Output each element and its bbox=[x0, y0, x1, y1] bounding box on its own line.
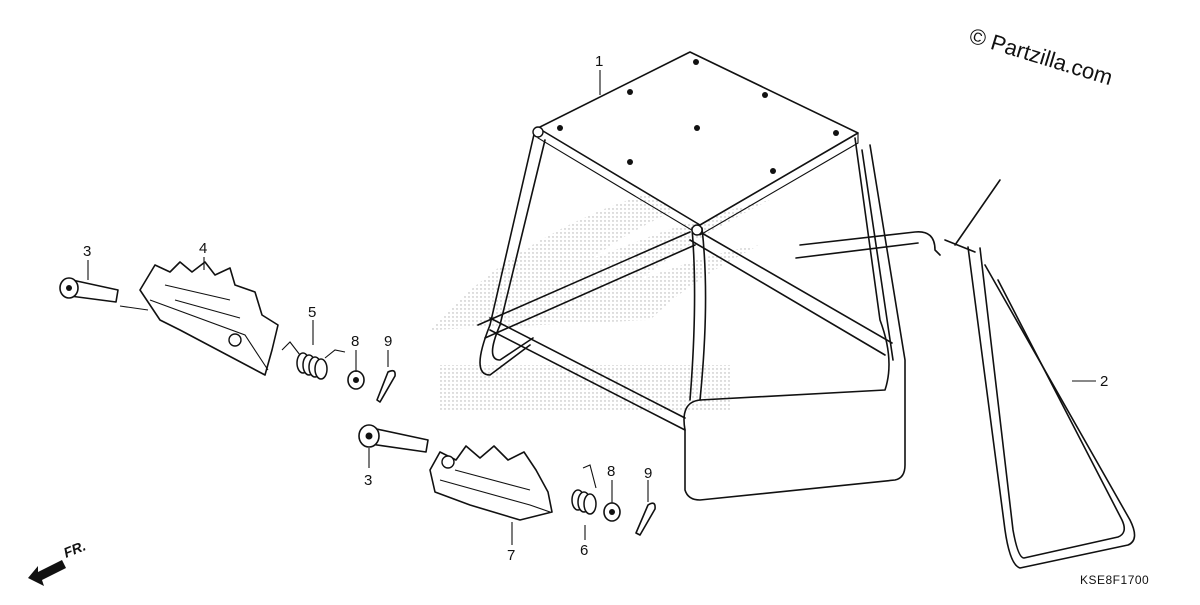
plate-bolts bbox=[557, 59, 839, 174]
part-cotter-pin-lower bbox=[635, 502, 656, 536]
callout-9b: 9 bbox=[644, 465, 652, 482]
callout-3b: 3 bbox=[364, 472, 372, 489]
callout-8b: 8 bbox=[607, 463, 615, 480]
part-pin-lower bbox=[358, 424, 429, 453]
callout-9a: 9 bbox=[384, 333, 392, 350]
part-stand bbox=[477, 51, 906, 501]
honda-logo-watermark bbox=[430, 184, 770, 410]
direction-label: FR. bbox=[61, 537, 88, 560]
part-pin-upper bbox=[59, 277, 119, 303]
part-washer-lower bbox=[603, 502, 621, 522]
callout-3a: 3 bbox=[83, 243, 91, 260]
callout-1: 1 bbox=[595, 53, 603, 70]
callout-6: 6 bbox=[580, 542, 588, 559]
callout-labels: 1 2 3 3 4 5 6 7 8 8 9 9 bbox=[83, 53, 1108, 564]
part-footpeg-lower bbox=[429, 445, 553, 521]
callout-8a: 8 bbox=[351, 333, 359, 350]
part-cotter-pin-upper bbox=[376, 369, 396, 403]
watermark-text: © Partzilla.com bbox=[967, 23, 1116, 90]
leader-lines bbox=[87, 70, 1096, 545]
arrow-icon bbox=[28, 560, 66, 586]
front-direction-arrow: FR. bbox=[28, 537, 88, 586]
part-side-stand bbox=[795, 179, 1136, 569]
callout-5: 5 bbox=[308, 304, 316, 321]
callout-2: 2 bbox=[1100, 373, 1108, 390]
diagram-code: KSE8F1700 bbox=[1080, 573, 1149, 587]
callout-7: 7 bbox=[507, 547, 515, 564]
part-footpeg-upper bbox=[139, 261, 279, 376]
part-washer-upper bbox=[347, 370, 365, 390]
callout-4: 4 bbox=[199, 240, 207, 257]
part-spring-upper bbox=[281, 341, 346, 380]
part-spring-lower bbox=[571, 464, 597, 515]
